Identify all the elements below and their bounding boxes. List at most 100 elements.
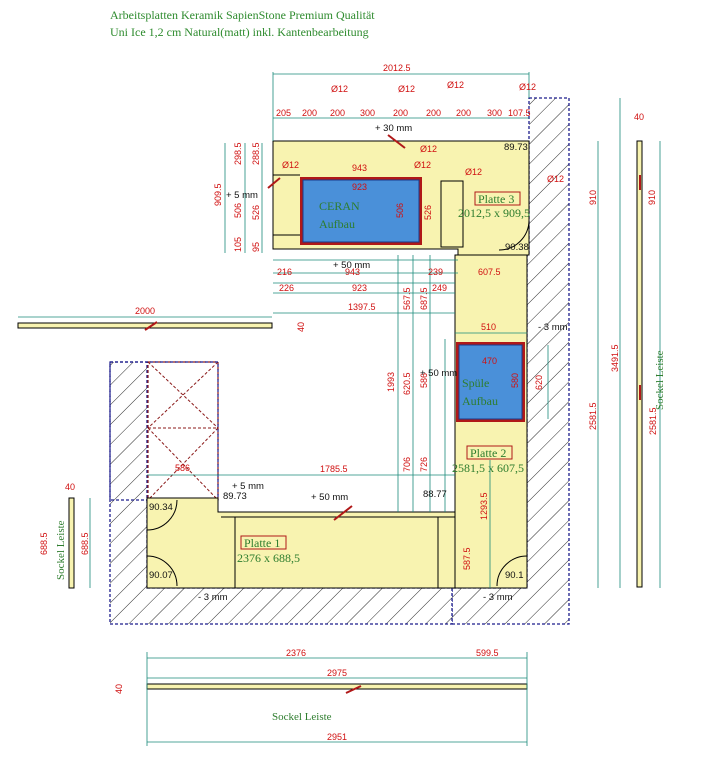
dim-526-a: 526 — [423, 205, 433, 220]
radius-2: Ø12 — [398, 84, 415, 94]
dim-510: 510 — [481, 322, 496, 332]
plate-3-size: 2012,5 x 909,5 — [458, 206, 530, 220]
fridge-column — [147, 361, 219, 501]
dim-300-a: 300 — [360, 108, 375, 118]
dim-239: 239 — [428, 267, 443, 277]
dim-top-total: 2012.5 — [383, 63, 411, 73]
offset-plus-5-a: + 5 mm — [226, 190, 258, 201]
offset-plus-5-b: + 5 mm — [232, 481, 264, 492]
dim-586-b: 586 — [175, 463, 190, 473]
dim-249: 249 — [432, 283, 447, 293]
dim-620-5: 620.5 — [402, 372, 412, 395]
plate-1-label: Platte 1 — [244, 536, 280, 550]
socket-strip-small — [68, 497, 75, 589]
angle-6: 88.77 — [423, 489, 447, 500]
socket-label-bottom: Sockel Leiste — [272, 711, 332, 723]
wall-right — [451, 97, 570, 625]
dim-40-b: 40 — [634, 112, 644, 122]
dim-687-5: 687.5 — [419, 287, 429, 310]
dim-607-5: 607.5 — [478, 267, 501, 277]
radius-6: Ø12 — [414, 160, 431, 170]
dim-706: 706 — [402, 457, 412, 472]
dim-226: 226 — [279, 283, 294, 293]
plate-1-size: 2376 x 688,5 — [237, 551, 300, 565]
dim-2000: 2000 — [135, 306, 155, 316]
radius-1: Ø12 — [331, 84, 348, 94]
socket-label-left: Sockel Leiste — [55, 520, 67, 580]
socket-strip-right — [636, 140, 643, 588]
sink-label-1: Spüle — [462, 376, 489, 390]
socket-strip-left — [17, 322, 273, 329]
offset-plus-50-a: + 50 mm — [333, 260, 370, 271]
dim-599-5: 599.5 — [476, 648, 499, 658]
dim-943-a: 943 — [352, 163, 367, 173]
dim-506-b: 506 — [233, 203, 243, 218]
dim-200-b: 200 — [330, 108, 345, 118]
dim-567-5: 567.5 — [402, 287, 412, 310]
dim-1293-5: 1293.5 — [479, 492, 489, 520]
dim-688-5-a: 688.5 — [39, 532, 49, 555]
dim-586: 586 — [419, 373, 429, 388]
dim-200-d: 200 — [426, 108, 441, 118]
plate3-notch — [440, 180, 464, 248]
dim-620: 620 — [534, 375, 544, 390]
dim-40-c: 40 — [65, 482, 75, 492]
offset-minus-3-a: - 3 mm — [538, 322, 568, 333]
dim-1785-5: 1785.5 — [320, 464, 348, 474]
dim-3491-5: 3491.5 — [610, 344, 620, 372]
dim-205: 205 — [276, 108, 291, 118]
radius-7: Ø12 — [465, 167, 482, 177]
angle-2: 90.34 — [149, 502, 173, 513]
offset-plus-50-b: + 50 mm — [311, 492, 348, 503]
dim-200-e: 200 — [456, 108, 471, 118]
ceran-label-1: CERAN — [319, 199, 360, 213]
dim-923-a: 923 — [352, 182, 367, 192]
dim-580: 580 — [510, 373, 520, 388]
dim-943-b: 943 — [345, 267, 360, 277]
radius-9: Ø12 — [420, 144, 437, 154]
dim-470: 470 — [482, 356, 497, 366]
dim-300-b: 300 — [487, 108, 502, 118]
dim-910-b: 910 — [647, 190, 657, 205]
offset-plus-50-c: + 50 mm — [420, 368, 457, 379]
dim-107-5: 107.5 — [508, 108, 531, 118]
dim-200-a: 200 — [302, 108, 317, 118]
dim-909-5: 909.5 — [213, 183, 223, 206]
title-line-1: Arbeitsplatten Keramik SapienStone Premi… — [110, 8, 375, 22]
sink-label-2: Aufbau — [462, 394, 498, 408]
dim-2951: 2951 — [327, 732, 347, 742]
dim-923-b: 923 — [352, 283, 367, 293]
dim-2975: 2975 — [327, 668, 347, 678]
dim-587-5: 587.5 — [462, 547, 472, 570]
dim-2376: 2376 — [286, 648, 306, 658]
dim-2581-5-b: 2581.5 — [648, 407, 658, 435]
plate-2-label: Platte 2 — [470, 446, 506, 460]
radius-8: Ø12 — [547, 174, 564, 184]
offset-minus-3-c: - 3 mm — [483, 592, 513, 603]
dim-298-5: 298.5 — [233, 142, 243, 165]
angle-3: 90.07 — [149, 570, 173, 581]
ceran-cutout — [302, 179, 420, 243]
title-line-2: Uni Ice 1,2 cm Natural(matt) inkl. Kante… — [110, 25, 369, 39]
dim-40-d: 40 — [114, 684, 124, 694]
dim-726: 726 — [419, 457, 429, 472]
dim-688-5-b: 688.5 — [80, 532, 90, 555]
offset-plus-30: + 30 mm — [375, 123, 412, 134]
dim-95: 95 — [251, 242, 261, 252]
radius-5: Ø12 — [282, 160, 299, 170]
dim-2581-5-a: 2581.5 — [588, 402, 598, 430]
offset-minus-3-b: - 3 mm — [198, 592, 228, 603]
socket-label-right: Sockel Leiste — [654, 350, 666, 410]
radius-3: Ø12 — [447, 80, 464, 90]
dim-40-a: 40 — [296, 322, 306, 332]
dim-200-c: 200 — [393, 108, 408, 118]
angle-7: 89.73 — [504, 142, 528, 153]
dim-216: 216 — [277, 267, 292, 277]
dim-910-a: 910 — [588, 190, 598, 205]
angle-5: 89.73 — [223, 491, 247, 502]
plate-3-label: Platte 3 — [478, 192, 514, 206]
angle-1: 90.38 — [505, 242, 529, 253]
socket-strip-bottom — [146, 683, 528, 690]
dim-105: 105 — [233, 237, 243, 252]
